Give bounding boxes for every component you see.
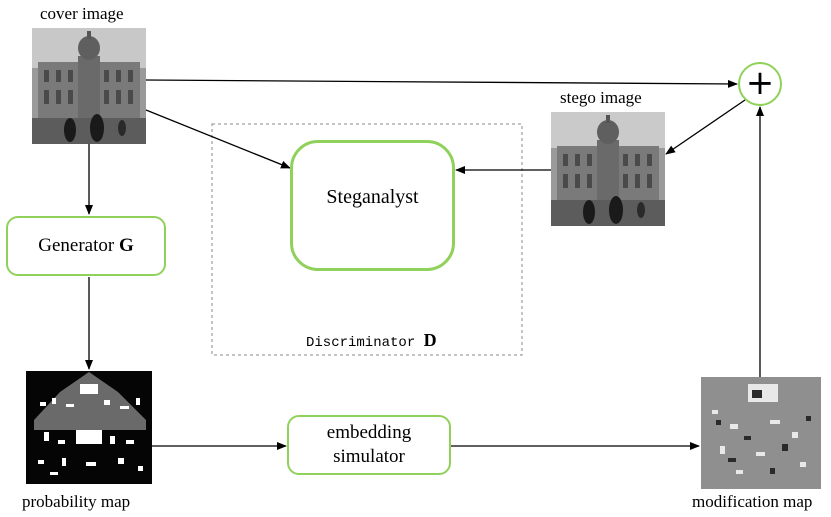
embedding-simulator-node: embedding simulator — [287, 415, 451, 475]
steganalyst-label: Steganalyst — [326, 186, 419, 208]
arrow-cover-to-steganalyst — [145, 109, 291, 169]
discriminator-symbol: D — [423, 330, 437, 350]
arrow-cover-to-adder — [145, 79, 738, 88]
embedding-simulator-label-line2: simulator — [333, 446, 405, 467]
adder-plus-symbol: + — [745, 63, 775, 103]
adder-node — [738, 62, 782, 106]
probability-map-image — [26, 371, 152, 484]
cover-image-label: cover image — [40, 4, 124, 23]
cover-image — [32, 28, 146, 144]
modification-map-image — [701, 377, 821, 489]
generator-node: Generator G — [6, 216, 166, 276]
discriminator-box — [211, 123, 523, 356]
discriminator-label: Discriminator D — [306, 330, 437, 351]
probability-map-label: probability map — [22, 492, 131, 511]
steganalyst-node: Steganalyst — [290, 140, 455, 271]
stego-image-label: stego image — [560, 88, 642, 107]
discriminator-text: Discriminator — [306, 335, 424, 351]
stego-image — [551, 112, 665, 226]
arrow-adder-to-stego — [665, 99, 746, 155]
modification-map-label: modification map — [692, 492, 813, 511]
generator-symbol: G — [118, 235, 134, 257]
generator-label: Generator — [38, 235, 115, 257]
embedding-simulator-label-line1: embedding — [326, 422, 412, 444]
